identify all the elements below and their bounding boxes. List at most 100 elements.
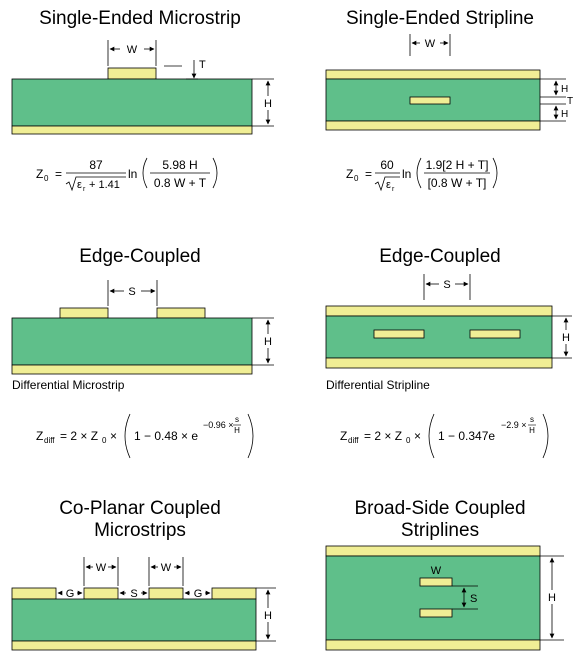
svg-text:Z: Z: [36, 429, 43, 443]
svg-text:= 2 × Z: = 2 × Z: [60, 429, 98, 443]
trace-upper: [419, 577, 453, 587]
trace-left: [83, 587, 119, 600]
panel-edge-coupled-stripline: [325, 305, 553, 369]
svg-text:Z: Z: [346, 167, 353, 181]
svg-text:ε: ε: [77, 179, 82, 191]
label-s-coplanar: S: [130, 588, 137, 600]
svg-text:ln: ln: [128, 167, 137, 181]
label-h-edge-microstrip: H: [264, 336, 272, 348]
svg-text:ln: ln: [402, 167, 411, 181]
svg-text:1 − 0.48 × e: 1 − 0.48 × e: [134, 429, 198, 443]
dim-h-coplanar: [256, 587, 276, 642]
label-t-microstrip: T: [199, 59, 206, 71]
ground-trace-right: [211, 587, 257, 600]
dim-w-stripline: [409, 34, 451, 56]
label-t-stripline: T: [567, 96, 573, 107]
dielectric: [11, 598, 257, 642]
label-s-edge-microstrip: S: [128, 286, 135, 298]
ground-plane-top: [325, 69, 541, 80]
dim-h-microstrip: [252, 78, 274, 127]
label-w-microstrip: W: [127, 44, 138, 56]
title-coplanar-line1: Co-Planar Coupled: [59, 498, 221, 519]
svg-text:1 − 0.347e: 1 − 0.347e: [438, 429, 495, 443]
ground-plane-top: [325, 305, 553, 317]
trace-lower: [419, 608, 453, 618]
trace-right: [156, 307, 206, 319]
dim-h-stripline: [540, 78, 566, 122]
ground-plane-top: [325, 545, 541, 557]
dim-h-edge-microstrip: [252, 317, 274, 366]
dim-w-microstrip: [107, 40, 157, 66]
svg-text:diff: diff: [44, 436, 55, 445]
label-w-broadside: W: [431, 565, 442, 577]
dielectric: [11, 317, 253, 366]
ground-plane: [11, 364, 253, 375]
trace-right: [148, 587, 184, 600]
dim-t-microstrip: [164, 60, 198, 80]
label-s-edge-stripline: S: [443, 279, 450, 291]
dim-s-edge-microstrip: [107, 280, 158, 306]
panel-edge-coupled-microstrip: [11, 307, 253, 375]
svg-text:[0.8 W + T]: [0.8 W + T]: [428, 176, 487, 190]
svg-text:0: 0: [44, 174, 49, 183]
svg-text:+ 1.41: + 1.41: [89, 179, 120, 191]
trace-right: [469, 329, 521, 339]
svg-text:=: =: [55, 167, 62, 181]
svg-text:1.9[2 H + T]: 1.9[2 H + T]: [426, 158, 489, 172]
panel-single-stripline: [325, 69, 541, 131]
panel-coplanar-microstrips: [11, 587, 257, 651]
trace-top: [107, 67, 157, 80]
formula-diff-stripline: Z diff = 2 × Z 0 × 1 − 0.347e −2.9 × s H: [340, 413, 549, 459]
svg-text:0.8 W + T: 0.8 W + T: [154, 176, 207, 190]
title-broadside-line1: Broad-Side Coupled: [354, 498, 526, 519]
ground-plane: [11, 640, 257, 651]
svg-text:0: 0: [354, 174, 359, 183]
title-single-microstrip: Single-Ended Microstrip: [39, 8, 241, 29]
label-s-broadside: S: [470, 593, 477, 605]
formula-microstrip: Z 0 = 87 ε r + 1.41 ln 5.98 H 0.8 W + T: [36, 157, 218, 193]
label-w-coplanar-left: W: [96, 562, 107, 574]
label-g-coplanar-right: G: [194, 588, 203, 600]
svg-text:60: 60: [380, 158, 394, 172]
label-h-broadside: H: [548, 592, 556, 604]
title-single-stripline: Single-Ended Stripline: [345, 8, 534, 29]
ground-plane: [11, 125, 253, 135]
dim-s-broadside: [452, 585, 478, 610]
svg-text:Z: Z: [36, 167, 43, 181]
trace-center: [409, 96, 451, 105]
svg-text:5.98 H: 5.98 H: [162, 158, 197, 172]
dim-s-edge-stripline: [423, 274, 471, 300]
label-h-coplanar: H: [264, 610, 272, 622]
svg-text:=: =: [365, 167, 372, 181]
formula-diff-microstrip: Z diff = 2 × Z 0 × 1 − 0.48 × e −0.96 × …: [36, 413, 254, 459]
svg-text:87: 87: [89, 158, 103, 172]
trace-left: [373, 329, 425, 339]
svg-text:ε: ε: [386, 179, 391, 191]
ground-plane-bottom: [325, 120, 541, 131]
svg-text:H: H: [234, 426, 240, 435]
svg-text:Z: Z: [340, 429, 347, 443]
title-edge-coupled-right: Edge-Coupled: [379, 246, 501, 267]
label-w-stripline: W: [425, 38, 436, 50]
caption-diff-stripline: Differential Stripline: [326, 378, 430, 392]
svg-text:−0.96 ×: −0.96 ×: [203, 420, 234, 430]
dim-h-broadside: [540, 555, 564, 641]
title-coplanar-line2: Microstrips: [94, 520, 186, 541]
svg-text:= 2 × Z: = 2 × Z: [364, 429, 402, 443]
ground-trace-left: [11, 587, 57, 600]
svg-text:×: ×: [110, 429, 117, 443]
label-w-coplanar-right: W: [161, 562, 172, 574]
svg-text:s: s: [530, 415, 534, 424]
ground-plane-bottom: [325, 357, 553, 369]
title-edge-coupled-left: Edge-Coupled: [79, 246, 201, 267]
svg-text:r: r: [392, 186, 395, 193]
svg-text:−2.9 ×: −2.9 ×: [501, 420, 527, 430]
svg-text:0: 0: [406, 436, 411, 445]
title-broadside-line2: Striplines: [400, 520, 480, 541]
label-g-coplanar-left: G: [66, 588, 75, 600]
label-h-stripline-top: H: [561, 84, 568, 95]
trace-left: [59, 307, 109, 319]
label-h-edge-stripline: H: [562, 332, 570, 344]
formula-stripline: Z 0 = 60 ε r ln 1.9[2 H + T] [0.8 W + T]: [346, 157, 498, 193]
